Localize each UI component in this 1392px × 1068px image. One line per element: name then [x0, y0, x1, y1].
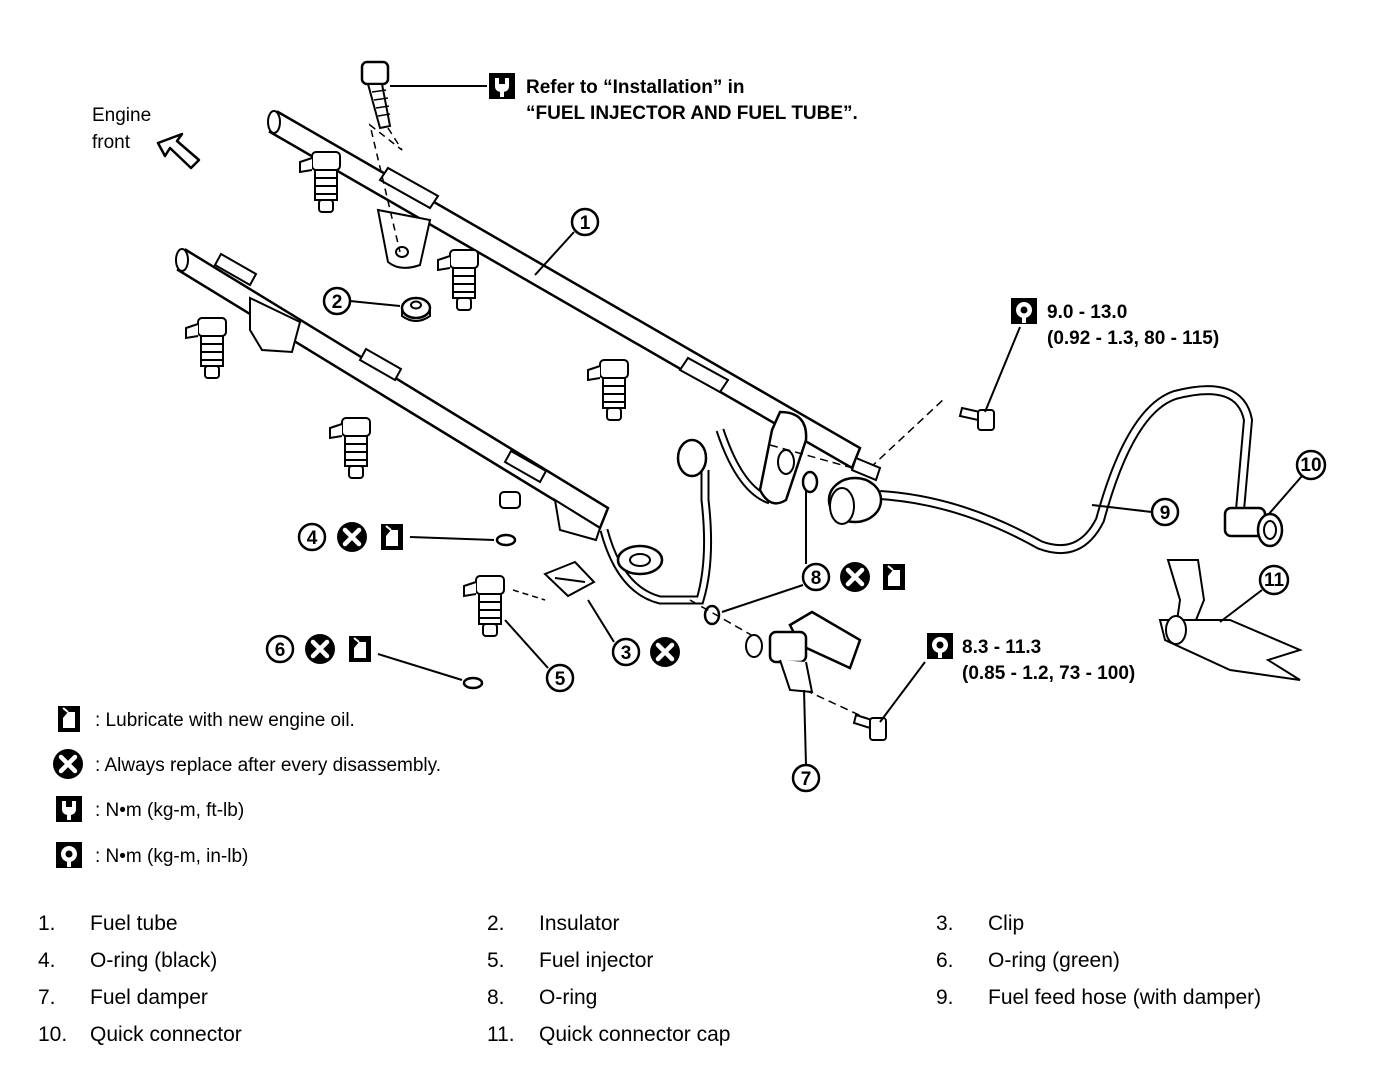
svg-text:1: 1 [580, 213, 591, 234]
replace-x-icon [305, 634, 335, 664]
torque-wrench-inlb-icon [56, 842, 82, 868]
mounting-bolt [360, 60, 403, 253]
part-10: 10.Quick connector [38, 1023, 242, 1046]
injector-lower-1 [185, 317, 227, 379]
injector-upper-3 [587, 359, 629, 421]
engine-front-label-1: Engine [92, 105, 151, 126]
o-ring-green [462, 676, 484, 690]
oil-can-icon [380, 523, 404, 551]
refer-text-1: Refer to “Installation” in [526, 77, 745, 98]
torque-damper-2: (0.85 - 1.2, 73 - 100) [962, 663, 1135, 684]
svg-text:3: 3 [621, 643, 632, 664]
torque-hose-1: 9.0 - 13.0 [1047, 302, 1127, 323]
fuel-injector-exploded [463, 575, 505, 637]
injector-port [499, 491, 521, 509]
part-8: 8.O-ring [487, 986, 598, 1009]
svg-text:10: 10 [1300, 455, 1321, 476]
clip-part [512, 560, 596, 601]
callout-4: 4 [297, 522, 495, 552]
injector-lower-2 [329, 417, 371, 479]
o-ring-damper [703, 604, 721, 626]
legend: : Lubricate with new engine oil. : Alway… [53, 705, 441, 868]
callout-11: 11 [1219, 564, 1290, 623]
torque-damper-1: 8.3 - 11.3 [962, 637, 1041, 658]
quick-connector-cap [1158, 559, 1303, 681]
svg-text:11: 11 [1264, 570, 1285, 591]
fuel-tube-lower [175, 248, 610, 542]
legend-replace: : Always replace after every disassembly… [95, 755, 441, 776]
replace-x-icon [650, 637, 680, 667]
replace-x-icon [53, 749, 83, 779]
damper-bolt [852, 713, 887, 741]
fuel-feed-hose [827, 385, 1254, 554]
part-2: 2.Insulator [487, 912, 620, 935]
part-7: 7.Fuel damper [38, 986, 208, 1009]
svg-text:9: 9 [1160, 503, 1171, 524]
torque-hose-2: (0.92 - 1.3, 80 - 115) [1047, 328, 1219, 349]
injector-upper-2 [437, 249, 479, 311]
replace-x-icon [840, 562, 870, 592]
svg-text:7: 7 [801, 769, 812, 790]
callout-2: 2 [322, 286, 401, 316]
replace-x-icon [337, 522, 367, 552]
callout-1: 1 [534, 207, 600, 276]
refer-installation-callout: Refer to “Installation” in “FUEL INJECTO… [390, 73, 858, 124]
flange-plate [758, 410, 808, 505]
o-ring-hose [801, 470, 819, 494]
part-6: 6.O-ring (green) [936, 949, 1120, 972]
injector-upper-1 [299, 151, 341, 213]
svg-text:6: 6 [275, 640, 286, 661]
torque-wrench-icon [489, 73, 515, 99]
torque-wrench-inlb-icon [927, 633, 953, 659]
callout-6: 6 [265, 634, 463, 681]
part-3: 3.Clip [936, 912, 1025, 935]
part-11: 11.Quick connector cap [487, 1023, 731, 1046]
oil-can-icon [57, 705, 81, 733]
part-9: 9.Fuel feed hose (with damper) [936, 986, 1262, 1009]
legend-ftlb: : N•m (kg-m, ft-lb) [95, 800, 244, 821]
callout-7: 7 [791, 689, 821, 793]
hose-bolt [958, 406, 995, 431]
legend-lubricate: : Lubricate with new engine oil. [95, 710, 355, 731]
legend-inlb: : N•m (kg-m, in-lb) [95, 846, 248, 867]
fuel-damper [745, 610, 862, 694]
callout-9: 9 [1091, 497, 1180, 527]
torque-wrench-icon [56, 796, 82, 822]
part-4: 4.O-ring (black) [38, 949, 218, 972]
callout-5: 5 [504, 619, 575, 693]
refer-text-2: “FUEL INJECTOR AND FUEL TUBE”. [526, 103, 858, 124]
part-5: 5.Fuel injector [487, 949, 654, 972]
callout-8: 8 [721, 490, 906, 613]
callout-3: 3 [587, 599, 680, 667]
fuel-tube-upper [267, 110, 862, 470]
svg-text:8: 8 [811, 568, 822, 589]
engine-front-label-2: front [92, 132, 131, 153]
o-ring-black [495, 533, 517, 547]
crossover-pipe [599, 428, 772, 605]
torque-wrench-inlb-icon [1011, 298, 1037, 324]
quick-connector [1223, 506, 1284, 548]
part-1: 1.Fuel tube [38, 912, 178, 935]
svg-text:5: 5 [555, 669, 566, 690]
engine-front-arrow-icon [156, 132, 201, 170]
oil-can-icon [882, 563, 906, 591]
svg-text:2: 2 [332, 292, 343, 313]
oil-can-icon [348, 635, 372, 663]
insulator-part [400, 296, 432, 322]
callout-10: 10 [1267, 449, 1327, 516]
svg-text:4: 4 [307, 528, 318, 549]
